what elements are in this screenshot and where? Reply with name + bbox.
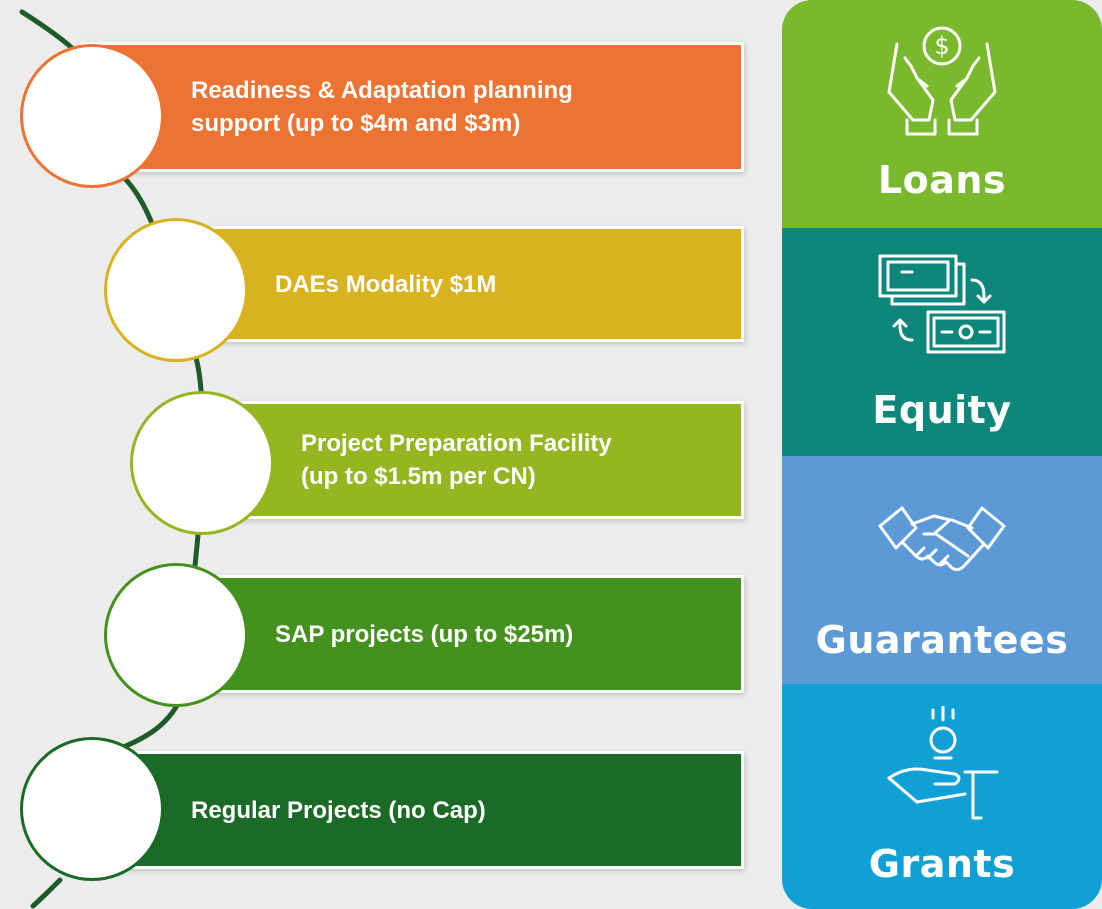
hand-receiving-coin-icon (887, 706, 999, 820)
instrument-grants-label: Grants (868, 842, 1016, 886)
step-readiness-bar: Readiness & Adaptation planning support … (80, 42, 744, 172)
step-readiness-line1: Readiness & Adaptation planning (191, 77, 573, 104)
instrument-grants: Grants (782, 684, 1102, 909)
step-ppf-label: Project Preparation Facility (up to $1.5… (301, 427, 612, 493)
instrument-equity-label: Equity (872, 388, 1012, 432)
step-ppf-bar: Project Preparation Facility (up to $1.5… (206, 401, 744, 519)
step-daes-label: DAEs Modality $1M (275, 268, 496, 301)
instrument-loans-label: Loans (877, 158, 1007, 202)
instrument-guarantees-label: Guarantees (815, 618, 1069, 662)
instrument-loans: $ Loans (782, 0, 1102, 228)
step-ppf-line1: Project Preparation Facility (301, 430, 612, 457)
money-exchange-icon (878, 254, 1006, 354)
svg-text:$: $ (934, 32, 949, 60)
step-sap-label: SAP projects (up to $25m) (275, 618, 573, 651)
step-readiness-label: Readiness & Adaptation planning support … (191, 74, 573, 140)
step-regular-circle (20, 737, 164, 881)
hands-with-coin-icon: $ (887, 26, 997, 136)
step-regular-bar: Regular Projects (no Cap) (80, 751, 744, 869)
step-sap-line1: SAP projects (up to $25m) (275, 620, 574, 648)
step-ppf-line2: (up to $1.5m per CN) (301, 463, 536, 490)
step-sap-bar: SAP projects (up to $25m) (176, 575, 744, 693)
step-readiness-circle (20, 44, 164, 188)
instrument-guarantees: Guarantees (782, 456, 1102, 684)
step-readiness-line2: support (up to $4m and $3m) (191, 110, 521, 137)
instruments-panel: $ Loans Equi (782, 0, 1102, 909)
step-regular-line1: Regular Projects (no Cap) (191, 796, 486, 824)
step-daes-bar: DAEs Modality $1M (176, 226, 744, 342)
step-daes-circle (104, 218, 248, 362)
handshake-icon (878, 506, 1006, 572)
step-regular-label: Regular Projects (no Cap) (191, 794, 486, 827)
step-daes-line1: DAEs Modality $1M (275, 270, 497, 298)
step-sap-circle (104, 563, 248, 707)
instrument-equity: Equity (782, 228, 1102, 456)
step-ppf-circle (130, 391, 274, 535)
